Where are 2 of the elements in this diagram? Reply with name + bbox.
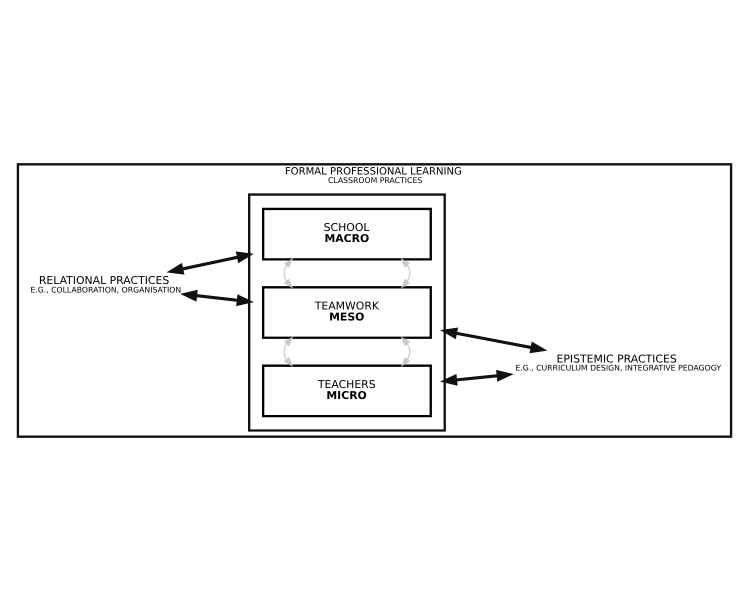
node-text: EPISTEMIC PRACTICES E.G., CURRICULUM DESIGN, INTEGRATIVE PEDAGOGY: [515, 352, 722, 372]
node-text: RELATIONAL PRACTICES E.G., COLLABORATION, ORGANISATION: [30, 273, 182, 294]
